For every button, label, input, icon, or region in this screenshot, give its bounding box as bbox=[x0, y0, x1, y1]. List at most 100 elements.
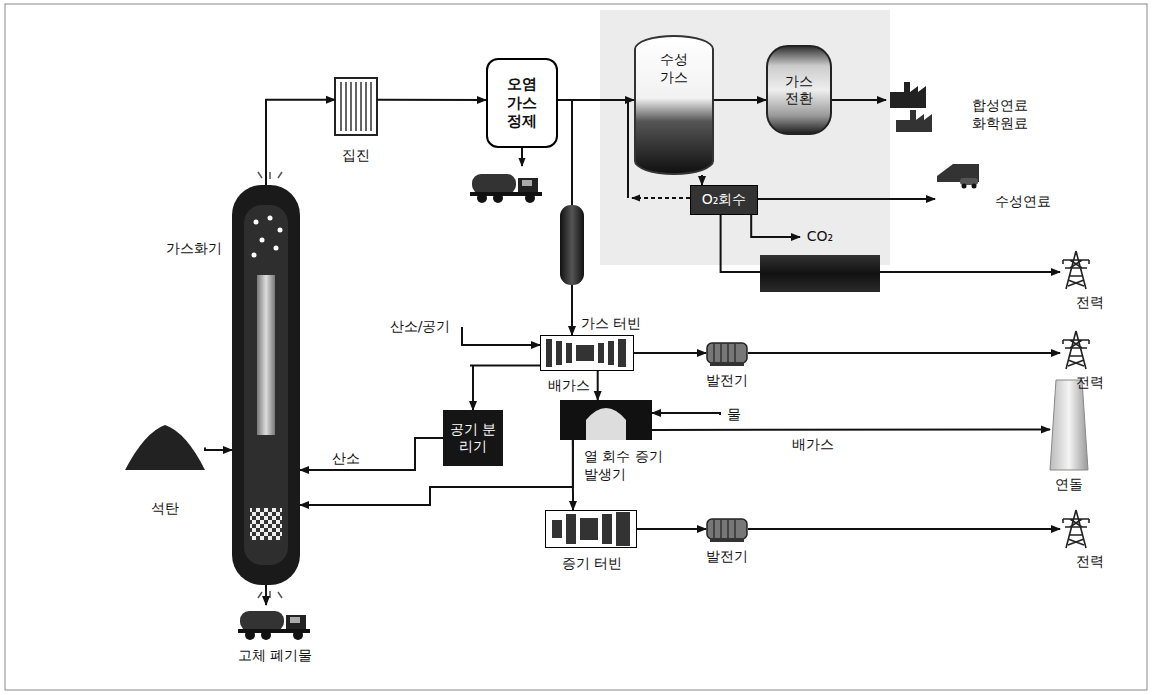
waste-arrow bbox=[521, 148, 523, 166]
gasifier-vessel bbox=[244, 205, 288, 565]
factory-icon bbox=[890, 82, 932, 132]
steam-turbine-art bbox=[545, 510, 637, 548]
flow-arrow bbox=[652, 429, 1050, 432]
coal-input: 석탄 bbox=[125, 425, 205, 470]
node-label: 오염 가스 정제 bbox=[500, 75, 544, 131]
gasifier-vessel bbox=[268, 216, 273, 221]
truck-icon bbox=[470, 174, 542, 203]
dashed-return bbox=[632, 197, 690, 199]
process-box: 오염 가스 정제 bbox=[486, 58, 558, 148]
flow-arrow bbox=[758, 199, 935, 200]
fuel-cell-block bbox=[760, 255, 880, 292]
node-label: O₂회수 bbox=[702, 191, 747, 209]
node-label: 수성연료 bbox=[995, 193, 1051, 211]
generator-icon bbox=[707, 519, 747, 542]
flow-arrow bbox=[266, 100, 335, 185]
node-label: 집진 bbox=[342, 147, 370, 165]
branch-line bbox=[627, 100, 629, 198]
gasifier: 가스화기 bbox=[232, 185, 300, 585]
flow-arrow bbox=[205, 448, 232, 451]
node-label: 가스 전환 bbox=[777, 73, 821, 108]
hrsg-art bbox=[586, 408, 626, 440]
node-label: 고체 폐기물 bbox=[238, 647, 312, 665]
steam-turbine: 증기 터빈 bbox=[545, 510, 637, 548]
gas-turbine-art bbox=[540, 335, 634, 371]
node-label: 가스 터빈 bbox=[581, 315, 641, 333]
flow-arrow bbox=[300, 438, 443, 470]
flow-arrow bbox=[832, 99, 886, 101]
product-icon: 수성연료 bbox=[935, 155, 1051, 210]
input-label: 물 bbox=[720, 403, 748, 427]
flow-arrow bbox=[748, 528, 1060, 530]
flow-arrow bbox=[462, 327, 540, 345]
flow-arrow bbox=[637, 528, 706, 530]
gasifier-vessel bbox=[260, 238, 265, 243]
dust-collector bbox=[341, 82, 371, 131]
gasifier-vessel bbox=[232, 172, 300, 598]
flow-arrow bbox=[751, 215, 800, 237]
gas-turbine-art bbox=[546, 339, 626, 367]
dust-collector bbox=[335, 78, 377, 135]
hrsg: 열 회수 증기발생기 bbox=[560, 400, 652, 440]
flow-arrow bbox=[714, 99, 766, 101]
hrsg-art bbox=[560, 400, 652, 440]
dust-collector bbox=[335, 78, 377, 135]
flow-arrow bbox=[701, 175, 703, 185]
flow-arrow bbox=[300, 440, 573, 505]
waste-output: 고체 폐기물 bbox=[238, 605, 312, 641]
product-icon: 합성연료 화학원료 bbox=[886, 70, 1046, 132]
air-separator: 공기 분리기 bbox=[443, 410, 503, 466]
truck-icon bbox=[238, 611, 310, 640]
gasifier-vessel bbox=[274, 246, 279, 251]
node-label: 증기 터빈 bbox=[562, 555, 622, 573]
shaded-region bbox=[600, 10, 890, 265]
hrsg-art bbox=[560, 400, 652, 440]
gas-turbine-art bbox=[540, 335, 634, 371]
node-label: 발전기 bbox=[706, 548, 748, 566]
frame bbox=[5, 4, 1147, 690]
node-label: 수성 가스 bbox=[652, 51, 696, 86]
fuel-cylinder bbox=[560, 205, 584, 285]
node-label: 합성연료 화학원료 bbox=[972, 97, 1046, 132]
gas-tank: 수성 가스 bbox=[634, 35, 714, 175]
power-tower bbox=[1063, 251, 1089, 289]
process-box: O₂회수 bbox=[690, 185, 758, 215]
output-label: CO₂ bbox=[800, 225, 840, 249]
generator-icon bbox=[707, 343, 747, 366]
node-label: 전력 bbox=[1076, 294, 1104, 312]
input-label: 산소/공기 bbox=[378, 315, 462, 339]
flow-arrow bbox=[265, 585, 267, 605]
node-label: 석탄 bbox=[151, 500, 179, 518]
flow-arrow bbox=[470, 366, 540, 410]
generator: 발전기 bbox=[706, 516, 748, 542]
node-label: CO₂ bbox=[807, 228, 833, 246]
gasifier-vessel bbox=[250, 508, 282, 540]
fuel-station-icon bbox=[972, 184, 977, 189]
coal-pile bbox=[125, 425, 205, 470]
power-tower bbox=[1063, 510, 1089, 548]
factory-icon bbox=[896, 110, 932, 132]
node-label: 발전기 bbox=[706, 372, 748, 390]
node-label: 전력 bbox=[1076, 553, 1104, 571]
gasifier-vessel bbox=[278, 228, 283, 233]
chimney bbox=[1050, 380, 1088, 470]
dust-collector: 집진 bbox=[335, 78, 377, 135]
power-output: 전력 bbox=[1060, 250, 1092, 290]
stack: 연돌 bbox=[1050, 380, 1088, 470]
gasifier-vessel bbox=[232, 185, 300, 585]
flow-arrow bbox=[634, 352, 706, 354]
process-capsule: 가스 전환 bbox=[766, 45, 832, 135]
flow-arrow bbox=[748, 352, 1060, 354]
gasifier-vessel bbox=[258, 172, 282, 598]
node-label: 연돌 bbox=[1055, 476, 1083, 494]
fuel-station-icon bbox=[937, 164, 979, 189]
flow-arrow bbox=[597, 371, 600, 400]
node-label: 전력 bbox=[1076, 374, 1104, 392]
flow-arrow bbox=[377, 99, 486, 101]
factory-icon bbox=[890, 82, 926, 108]
power-output: 전력 bbox=[1060, 330, 1092, 370]
fuel-station-icon bbox=[962, 184, 967, 189]
node-label: 열 회수 증기발생기 bbox=[584, 448, 668, 483]
